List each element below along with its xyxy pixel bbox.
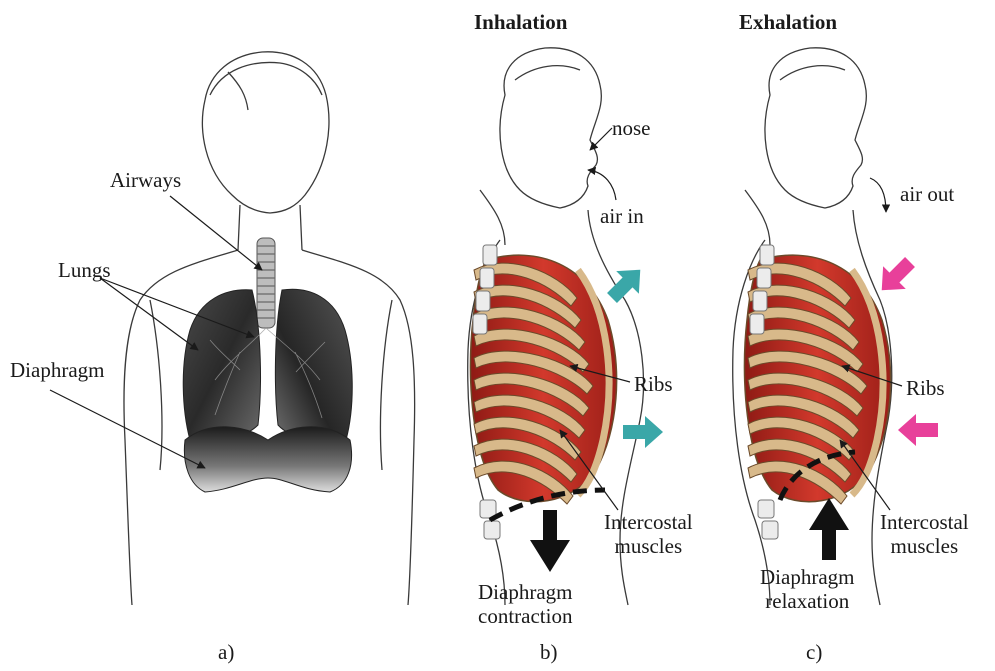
intercostal-c-line1: Intercostal xyxy=(880,510,969,534)
diaphragm-b-line1: Diaphragm xyxy=(478,580,572,604)
panel-a-head-outline xyxy=(202,52,328,213)
air-in-pointer xyxy=(588,170,616,200)
diaphragm-c-line1: Diaphragm xyxy=(760,565,854,589)
label-lungs: Lungs xyxy=(58,258,111,282)
intercostal-b-line1: Intercostal xyxy=(604,510,693,534)
diaphragm-contraction-arrow xyxy=(530,510,570,572)
caption-c: c) xyxy=(806,640,822,665)
teal-arrow-lower xyxy=(623,416,663,448)
diaphragm-b-line2: contraction xyxy=(478,604,572,628)
intercostal-b-line2: muscles xyxy=(614,534,682,558)
label-nose: nose xyxy=(612,116,651,140)
right-lung xyxy=(275,289,352,442)
title-exhalation: Exhalation xyxy=(739,10,837,35)
diaphragm-a xyxy=(184,427,351,492)
panel-c-head-outline xyxy=(765,48,866,208)
caption-b: b) xyxy=(540,640,558,665)
label-air-in: air in xyxy=(600,204,644,228)
title-inhalation: Inhalation xyxy=(474,10,567,35)
trachea xyxy=(257,238,275,328)
caption-a: a) xyxy=(218,640,234,665)
pink-arrow-lower xyxy=(898,414,938,446)
air-out-pointer xyxy=(870,178,886,212)
nose-pointer xyxy=(590,128,612,150)
label-air-out: air out xyxy=(900,182,954,206)
label-airways: Airways xyxy=(110,168,181,192)
diaphragm-relaxation-arrow xyxy=(809,498,849,560)
intercostal-c-line2: muscles xyxy=(890,534,958,558)
panel-b-rib-cage xyxy=(470,255,616,504)
label-diaphragm-a: Diaphragm xyxy=(10,358,104,382)
pink-arrow-upper xyxy=(870,251,921,302)
label-intercostal-c: Intercostal muscles xyxy=(880,510,969,558)
label-ribs-b: Ribs xyxy=(634,372,673,396)
label-diaphragm-b: Diaphragm contraction xyxy=(478,580,572,628)
diaphragm-pointer xyxy=(50,390,205,468)
panel-b-head-outline xyxy=(500,48,601,208)
label-ribs-c: Ribs xyxy=(906,376,945,400)
label-intercostal-b: Intercostal muscles xyxy=(604,510,693,558)
label-diaphragm-c: Diaphragm relaxation xyxy=(760,565,854,613)
left-lung xyxy=(183,290,260,442)
diaphragm-c-line2: relaxation xyxy=(765,589,849,613)
